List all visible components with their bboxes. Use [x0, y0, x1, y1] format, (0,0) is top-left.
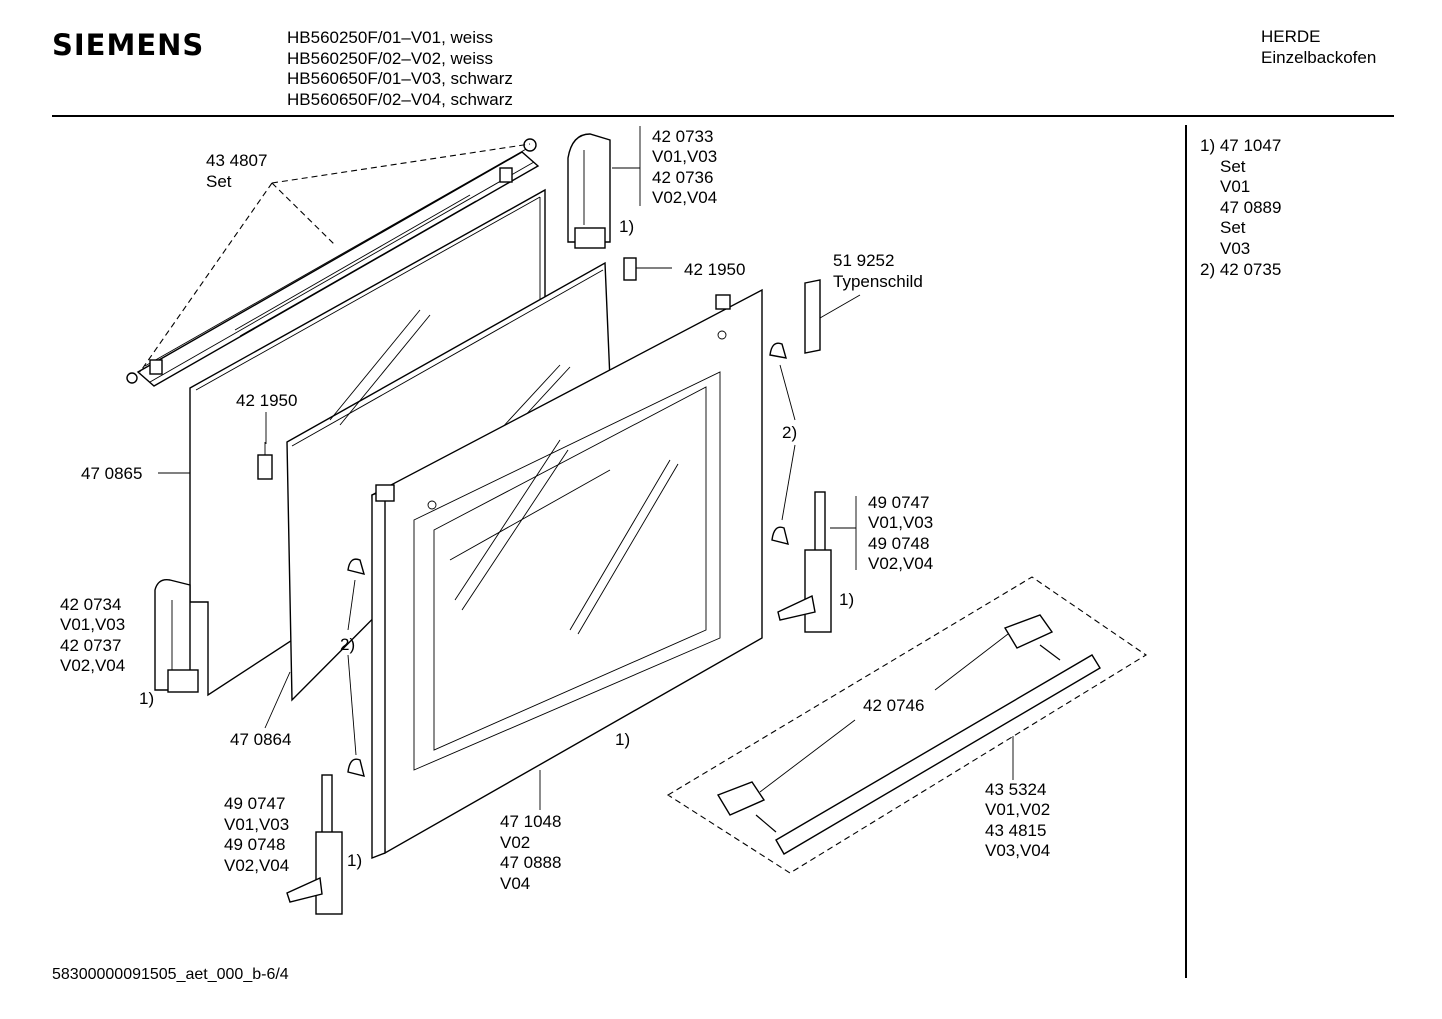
label-470865: 47 0865: [81, 464, 142, 483]
note-2-label: 2) 42 0735: [1200, 259, 1282, 279]
outer-door-panel-471048: [371, 288, 763, 860]
label-421950-top: 42 1950: [684, 260, 745, 279]
category: HERDE Einzelbackofen: [1261, 27, 1376, 68]
part-name: Typenschild: [833, 272, 923, 291]
label-490747-left: 49 0747 V01,V03 49 0748 V02,V04: [224, 794, 289, 875]
note-ref: 2): [340, 635, 355, 654]
door-hinge-left: [286, 774, 343, 915]
label-420746: 42 0746: [863, 696, 924, 715]
part-number: 49 0748: [224, 835, 285, 854]
part-variant: V01,V02: [985, 800, 1050, 819]
label-421950-left: 42 1950: [236, 391, 297, 410]
part-number: 43 5324: [985, 780, 1046, 799]
note-ref: 2): [782, 423, 797, 442]
label-420733: 42 0733 V01,V03 42 0736 V02,V04: [652, 127, 717, 207]
note-ref: 1): [139, 689, 154, 708]
note-ref: 1): [619, 217, 634, 236]
door-side-bracket-right: [567, 133, 611, 249]
part-variant: V01,V03: [652, 147, 717, 166]
door-handle-assembly: [666, 576, 1148, 874]
part-number: 49 0748: [868, 534, 929, 553]
part-number: 42 0736: [652, 168, 713, 187]
category-line: Einzelbackofen: [1261, 47, 1377, 67]
part-variant: V01,V03: [60, 615, 125, 634]
part-number: 47 0888: [500, 853, 561, 872]
hinge-cap-left-bottom: [347, 758, 365, 777]
part-variant: V02,V04: [652, 188, 717, 207]
part-variant: V03,V04: [985, 841, 1050, 860]
part-number: 49 0747: [868, 493, 929, 512]
glass-clip-left: [257, 442, 273, 480]
glass-clip-top: [623, 257, 637, 281]
label-490747-right: 49 0747 V01,V03 49 0748 V02,V04: [868, 493, 933, 573]
siemens-logo: SIEMENS: [52, 28, 205, 62]
model-line: HB560250F/01–V01, weiss: [287, 28, 494, 47]
note-1-line: 47 0889: [1220, 197, 1282, 217]
part-number: 42 0733: [652, 127, 713, 146]
model-line: HB560650F/01–V03, schwarz: [287, 69, 513, 89]
type-plate: [804, 279, 821, 354]
footnotes: 1) 47 1047 Set V01 47 0889 Set V03 2) 42…: [1200, 136, 1281, 280]
label-470864: 47 0864: [230, 730, 291, 749]
note-1-label: 1) 47 1047: [1200, 136, 1282, 155]
label-519252: 51 9252 Typenschild: [833, 251, 923, 291]
model-line: HB560250F/02–V02, weiss: [287, 48, 494, 68]
part-variant: V02: [500, 833, 530, 852]
category-line: HERDE: [1261, 27, 1321, 46]
hinge-cap-left-top: [347, 558, 366, 575]
part-number: 43 4815: [985, 821, 1046, 840]
part-variant: V02,V04: [60, 656, 125, 675]
part-variant: V01,V03: [224, 815, 289, 834]
part-number: 42 0737: [60, 636, 121, 655]
label-434807: 43 4807 Set: [206, 151, 267, 191]
note-ref: 1): [839, 590, 854, 609]
note-1-line: Set: [1220, 218, 1246, 238]
notes-divider: [1185, 125, 1187, 978]
part-note: Set: [206, 172, 232, 191]
label-471048: 47 1048 V02 47 0888 V04: [500, 812, 561, 893]
note-1-line: V03: [1220, 238, 1251, 258]
model-list: HB560250F/01–V01, weiss HB560250F/02–V02…: [287, 28, 513, 110]
header-divider: [52, 115, 1394, 117]
note-ref: 1): [347, 851, 362, 870]
label-420734: 42 0734 V01,V03 42 0737 V02,V04: [60, 595, 125, 675]
part-number: 51 9252: [833, 251, 894, 270]
part-variant: V02,V04: [868, 554, 933, 573]
note-1-line: V01: [1220, 177, 1251, 197]
note-ref: 1): [615, 730, 630, 749]
part-variant: V01,V03: [868, 513, 933, 532]
part-variant: V04: [500, 874, 530, 893]
model-line: HB560650F/02–V04, schwarz: [287, 89, 513, 109]
door-side-bracket-left: [154, 579, 199, 693]
document-id: 58300000091505_aet_000_b-6/4: [52, 966, 289, 983]
note-1-line: Set: [1220, 156, 1246, 176]
part-number: 42 0734: [60, 595, 121, 614]
door-hinge-right: [777, 491, 832, 633]
hinge-cap-right-bottom: [771, 526, 789, 545]
part-number: 43 4807: [206, 151, 267, 170]
leader-lines: [139, 126, 1014, 810]
part-number: 49 0747: [224, 794, 285, 813]
part-variant: V02,V04: [224, 856, 289, 875]
part-number: 47 1048: [500, 812, 561, 831]
hinge-cap-right-top: [769, 342, 787, 359]
label-435324: 43 5324 V01,V02 43 4815 V03,V04: [985, 780, 1050, 860]
